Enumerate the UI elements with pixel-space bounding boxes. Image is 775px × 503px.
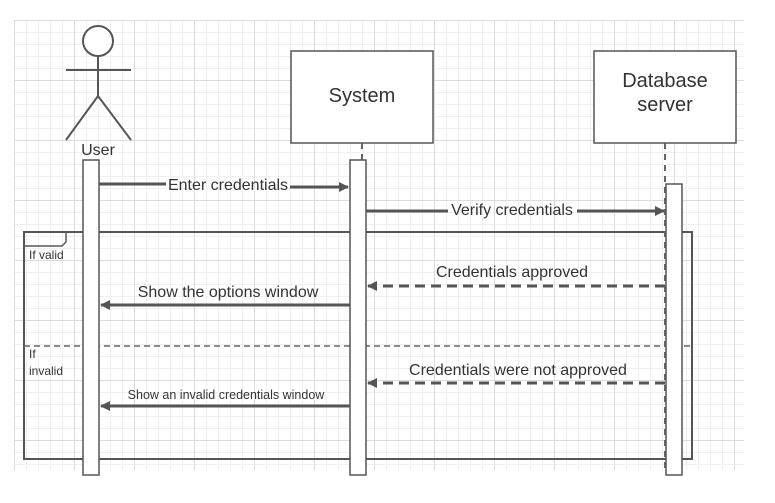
show-options-window-label: Show the options window	[138, 284, 319, 301]
message-show-invalid-window: Show an invalid credentials window	[100, 388, 350, 411]
system-box	[290, 50, 434, 144]
alt-frame-tab	[24, 232, 67, 247]
if-invalid-label-line2: invalid	[29, 364, 63, 378]
credentials-not-approved-label: Credentials were not approved	[409, 362, 627, 379]
database-activation-bar	[665, 183, 683, 476]
database-box	[593, 50, 737, 144]
verify-credentials-label: Verify credentials	[451, 202, 573, 219]
user-right-leg-icon	[97, 95, 132, 141]
enter-credentials-label: Enter credentials	[168, 177, 288, 194]
user-actor: User	[65, 25, 132, 159]
user-activation-bar	[82, 159, 100, 476]
if-valid-label: If valid	[29, 248, 64, 262]
message-credentials-approved: Credentials approved	[367, 264, 665, 291]
system-label: System	[329, 85, 396, 107]
if-invalid-label-line1: If	[29, 347, 36, 361]
user-label: User	[81, 142, 115, 159]
credentials-approved-label: Credentials approved	[436, 264, 588, 281]
database-participant: Database server	[593, 50, 737, 144]
database-label-line1: Database	[622, 70, 708, 92]
system-activation-bar	[349, 159, 367, 476]
user-head-icon	[82, 25, 114, 57]
message-credentials-not-approved: Credentials were not approved	[367, 362, 665, 388]
system-participant: System	[290, 50, 434, 144]
database-label-line2: server	[637, 94, 693, 116]
show-invalid-window-label: Show an invalid credentials window	[128, 388, 326, 402]
message-enter-credentials: Enter credentials	[99, 177, 349, 194]
user-left-leg-icon	[65, 95, 99, 141]
message-show-options-window: Show the options window	[100, 284, 350, 310]
message-verify-credentials: Verify credentials	[366, 202, 665, 219]
